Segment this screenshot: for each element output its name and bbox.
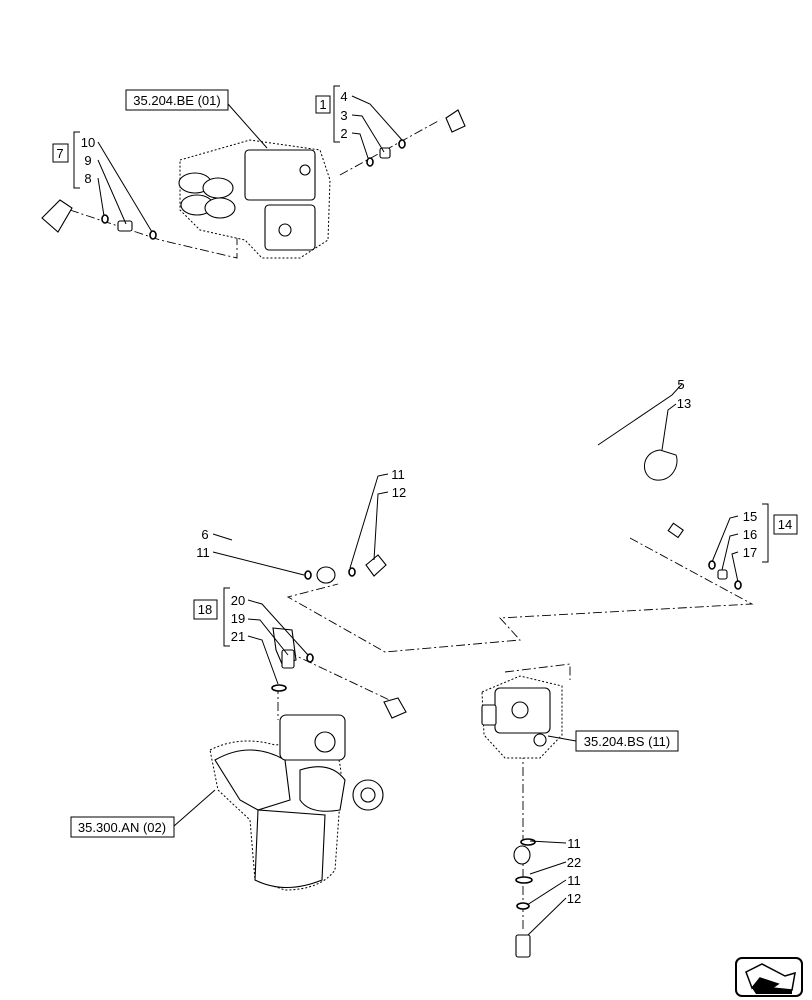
- callout-11-c: 11: [567, 836, 581, 851]
- callout-12-a: 12: [392, 485, 406, 500]
- assembly-centerlines: [69, 119, 754, 930]
- callout-11-d: 11: [567, 873, 581, 888]
- kit-bracket-1: 1: [315, 85, 340, 143]
- kit-bracket-7: 7: [52, 131, 80, 189]
- callout-12-b: 12: [567, 891, 581, 906]
- callout-4: 4: [340, 89, 347, 104]
- fittings-kit18[interactable]: [271, 627, 314, 692]
- leader-lines: [97, 95, 739, 936]
- ref-valve-right-label: 35.204.BS (11): [584, 734, 670, 749]
- ref-valve-top-label: 35.204.BE (01): [133, 93, 220, 108]
- kit-1-label: 1: [319, 97, 326, 112]
- hose-lower[interactable]: [383, 697, 531, 865]
- callout-8: 8: [84, 171, 91, 186]
- callout-5: 5: [677, 377, 684, 392]
- kit-bracket-14: 14: [762, 503, 798, 563]
- control-valve-top[interactable]: [178, 139, 331, 259]
- hose-6[interactable]: [41, 199, 336, 584]
- hose-5[interactable]: [445, 109, 684, 539]
- fittings-top-kit1[interactable]: [366, 139, 406, 167]
- kit-7-label: 7: [56, 146, 63, 161]
- callout-6: 6: [201, 527, 208, 542]
- ref-box-valve-top[interactable]: 35.204.BE (01): [125, 89, 229, 111]
- callout-13: 13: [677, 396, 691, 411]
- callout-9: 9: [84, 153, 91, 168]
- callout-11-b: 11: [391, 467, 405, 482]
- filter-pump-assembly[interactable]: [209, 714, 384, 891]
- fittings-right-kit14[interactable]: [708, 560, 742, 590]
- callout-numbers: 4 3 2 10 9 8 5 13 6 11 11 12 15 16 17 20…: [81, 89, 757, 906]
- callout-16: 16: [743, 527, 757, 542]
- callout-15: 15: [743, 509, 757, 524]
- callout-2: 2: [340, 126, 347, 141]
- next-page-arrow-icon[interactable]: [735, 957, 803, 997]
- ref-box-filter[interactable]: 35.300.AN (02): [70, 816, 175, 838]
- callout-10: 10: [81, 135, 95, 150]
- kit-18-label: 18: [198, 602, 212, 617]
- control-valve-right[interactable]: [481, 675, 563, 759]
- kit-bracket-18: 18: [193, 587, 230, 647]
- kit-14-label: 14: [778, 517, 792, 532]
- callout-3: 3: [340, 108, 347, 123]
- callout-20: 20: [231, 593, 245, 608]
- callout-11-a: 11: [196, 545, 210, 560]
- callout-19: 19: [231, 611, 245, 626]
- ref-filter-label: 35.300.AN (02): [78, 820, 166, 835]
- fittings-left-kit7[interactable]: [101, 214, 157, 240]
- fittings-bottom[interactable]: [515, 838, 536, 958]
- callout-22: 22: [567, 855, 581, 870]
- strap-13[interactable]: [644, 449, 678, 481]
- ref-box-valve-right[interactable]: 35.204.BS (11): [575, 730, 679, 752]
- callout-17: 17: [743, 545, 757, 560]
- callout-21: 21: [231, 629, 245, 644]
